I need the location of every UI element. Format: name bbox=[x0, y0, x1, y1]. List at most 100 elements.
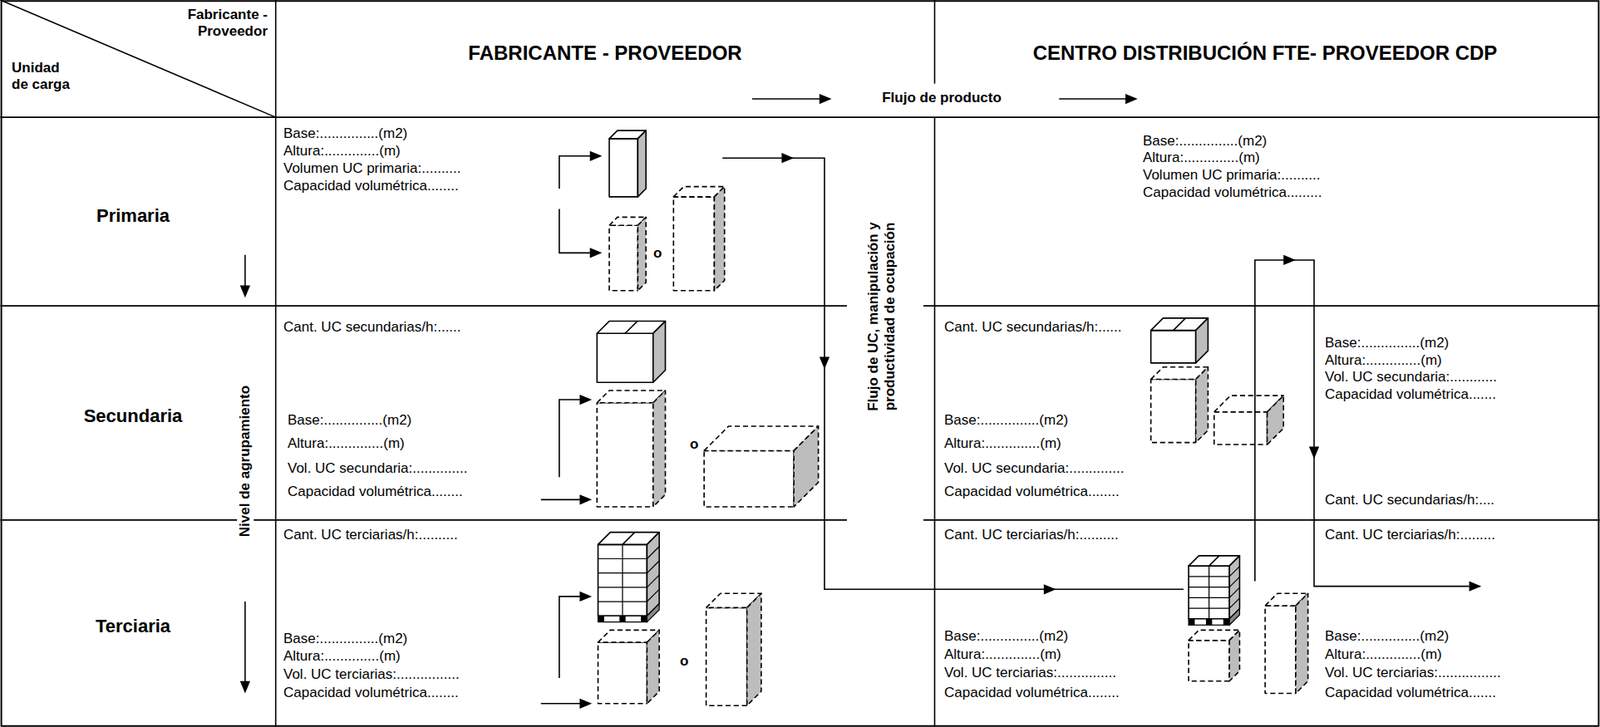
table-label: Capacidad volumétrica........ bbox=[944, 684, 1120, 702]
pallet-row bbox=[646, 589, 660, 602]
dashed-box-front bbox=[1265, 605, 1296, 695]
dashed-box-side bbox=[637, 216, 646, 291]
dashed-box-front bbox=[596, 403, 653, 508]
box-side bbox=[653, 321, 666, 384]
pallet-row bbox=[1229, 587, 1240, 598]
level-arrow bbox=[244, 255, 247, 288]
table-label: Cant. UC terciarias/h:......... bbox=[1324, 526, 1496, 544]
table-label: Cant. UC terciarias/h:.......... bbox=[283, 526, 458, 544]
table-label: CENTRO DISTRIBUCIÓN FTE- PROVEEDOR CDP bbox=[1033, 41, 1498, 65]
table-label: Cant. UC terciarias/h:.......... bbox=[944, 526, 1119, 544]
pallet-side-base bbox=[1229, 609, 1240, 626]
arrow-head bbox=[1309, 447, 1320, 460]
arrow-head bbox=[579, 699, 592, 709]
dashed-box-front bbox=[1151, 379, 1197, 444]
row-line bbox=[0, 305, 847, 307]
table-label: Vol. UC terciarias:............... bbox=[944, 664, 1117, 682]
arrow-head bbox=[240, 285, 251, 299]
table-label: Altura:..............(m) bbox=[944, 435, 1062, 453]
pallet-row bbox=[646, 575, 660, 588]
flow-arrow bbox=[752, 98, 822, 100]
arrow-head bbox=[240, 681, 251, 695]
arrow-head bbox=[1469, 581, 1482, 592]
bracket-line bbox=[559, 156, 592, 189]
table-label: o bbox=[679, 653, 689, 670]
table-label: Base:...............(m2) bbox=[1324, 334, 1449, 352]
bracket-line bbox=[559, 209, 592, 254]
box-side bbox=[1229, 556, 1240, 620]
table-label: Base:...............(m2) bbox=[944, 412, 1069, 429]
table-label: Nivel de agrupamiento bbox=[236, 383, 254, 540]
pallet-block bbox=[1206, 619, 1212, 626]
pallet-column bbox=[1208, 566, 1210, 620]
pallet-block bbox=[619, 615, 626, 622]
dashed-box-front bbox=[706, 607, 748, 706]
corner-diagonal bbox=[0, 0, 276, 118]
box-front bbox=[596, 333, 653, 383]
arrow-head bbox=[579, 494, 592, 505]
column-line bbox=[275, 0, 277, 727]
arrow-head bbox=[590, 151, 603, 162]
dashed-box-side bbox=[1229, 630, 1240, 681]
arrow-head bbox=[781, 152, 794, 163]
table-label: Cant. UC secundarias/h:...... bbox=[944, 319, 1123, 336]
bracket-line bbox=[541, 499, 582, 502]
box-front bbox=[1151, 330, 1197, 364]
table-label: Fabricante - Proveedor bbox=[184, 6, 268, 40]
table-label: FABRICANTE - PROVEEDOR bbox=[467, 41, 742, 65]
dashed-box-side bbox=[646, 630, 660, 704]
pallet-row bbox=[646, 561, 660, 574]
pallet-block bbox=[1223, 619, 1230, 626]
table-label: Base:...............(m2) bbox=[1324, 628, 1449, 645]
dashed-box-side bbox=[793, 426, 818, 508]
table-label: Volumen UC primaria:.......... bbox=[1142, 167, 1321, 184]
dashed-box-front bbox=[704, 450, 794, 507]
table-label: Capacidad volumétrica........ bbox=[283, 177, 459, 195]
table-label: Primaria bbox=[96, 205, 170, 227]
box-split bbox=[625, 321, 638, 335]
table-label: Base:...............(m2) bbox=[944, 628, 1069, 645]
table-label: o bbox=[653, 245, 662, 262]
pallet-row bbox=[1229, 566, 1240, 577]
table-label: Unidad de carga bbox=[11, 59, 77, 93]
pallet-block bbox=[640, 615, 647, 622]
pallet-row bbox=[646, 546, 660, 560]
table-label: Capacidad volumétrica........ bbox=[944, 483, 1120, 501]
arrow-head bbox=[1043, 584, 1057, 595]
dashed-box-front bbox=[598, 642, 648, 704]
dashed-box-side bbox=[1295, 593, 1309, 694]
table-label: Capacidad volumétrica......... bbox=[1142, 184, 1322, 202]
level-arrow bbox=[244, 601, 247, 684]
pallet-row bbox=[1229, 598, 1240, 609]
pallet-block bbox=[1188, 619, 1195, 626]
box-split bbox=[622, 532, 636, 546]
bracket-line bbox=[559, 596, 582, 679]
box-split bbox=[1173, 318, 1187, 331]
pallet-side-base bbox=[646, 604, 660, 623]
table-label: Vol. UC secundaria:............ bbox=[1324, 369, 1497, 386]
box-side bbox=[646, 532, 660, 617]
dashed-box-side bbox=[1196, 367, 1209, 444]
table-label: Flujo de UC, manipulación y productivida… bbox=[865, 189, 898, 444]
table-label: Volumen UC primaria:.......... bbox=[283, 160, 462, 178]
table-label: Base:...............(m2) bbox=[283, 630, 408, 648]
pallet-block bbox=[598, 615, 605, 622]
table-label: Vol. UC terciarias:................ bbox=[1324, 664, 1502, 682]
table-label: Terciaria bbox=[95, 615, 171, 637]
arrow-head bbox=[819, 93, 832, 104]
dashed-box-front bbox=[1188, 640, 1230, 682]
table-label: Vol. UC secundaria:.............. bbox=[944, 460, 1124, 478]
table-label: Altura:..............(m) bbox=[944, 646, 1062, 664]
row-line bbox=[923, 305, 1600, 307]
table-label: Altura:..............(m) bbox=[283, 142, 401, 160]
dashed-box-side bbox=[1267, 395, 1285, 445]
box-front bbox=[598, 544, 648, 616]
table-label: Base:...............(m2) bbox=[287, 412, 412, 429]
table-label: Altura:..............(m) bbox=[1142, 149, 1261, 167]
arrow-head bbox=[1283, 255, 1296, 266]
pallet-column bbox=[621, 544, 623, 616]
dashed-box-front bbox=[609, 225, 638, 291]
table-label: Capacidad volumétrica........ bbox=[287, 483, 463, 501]
arrow-head bbox=[579, 591, 592, 602]
